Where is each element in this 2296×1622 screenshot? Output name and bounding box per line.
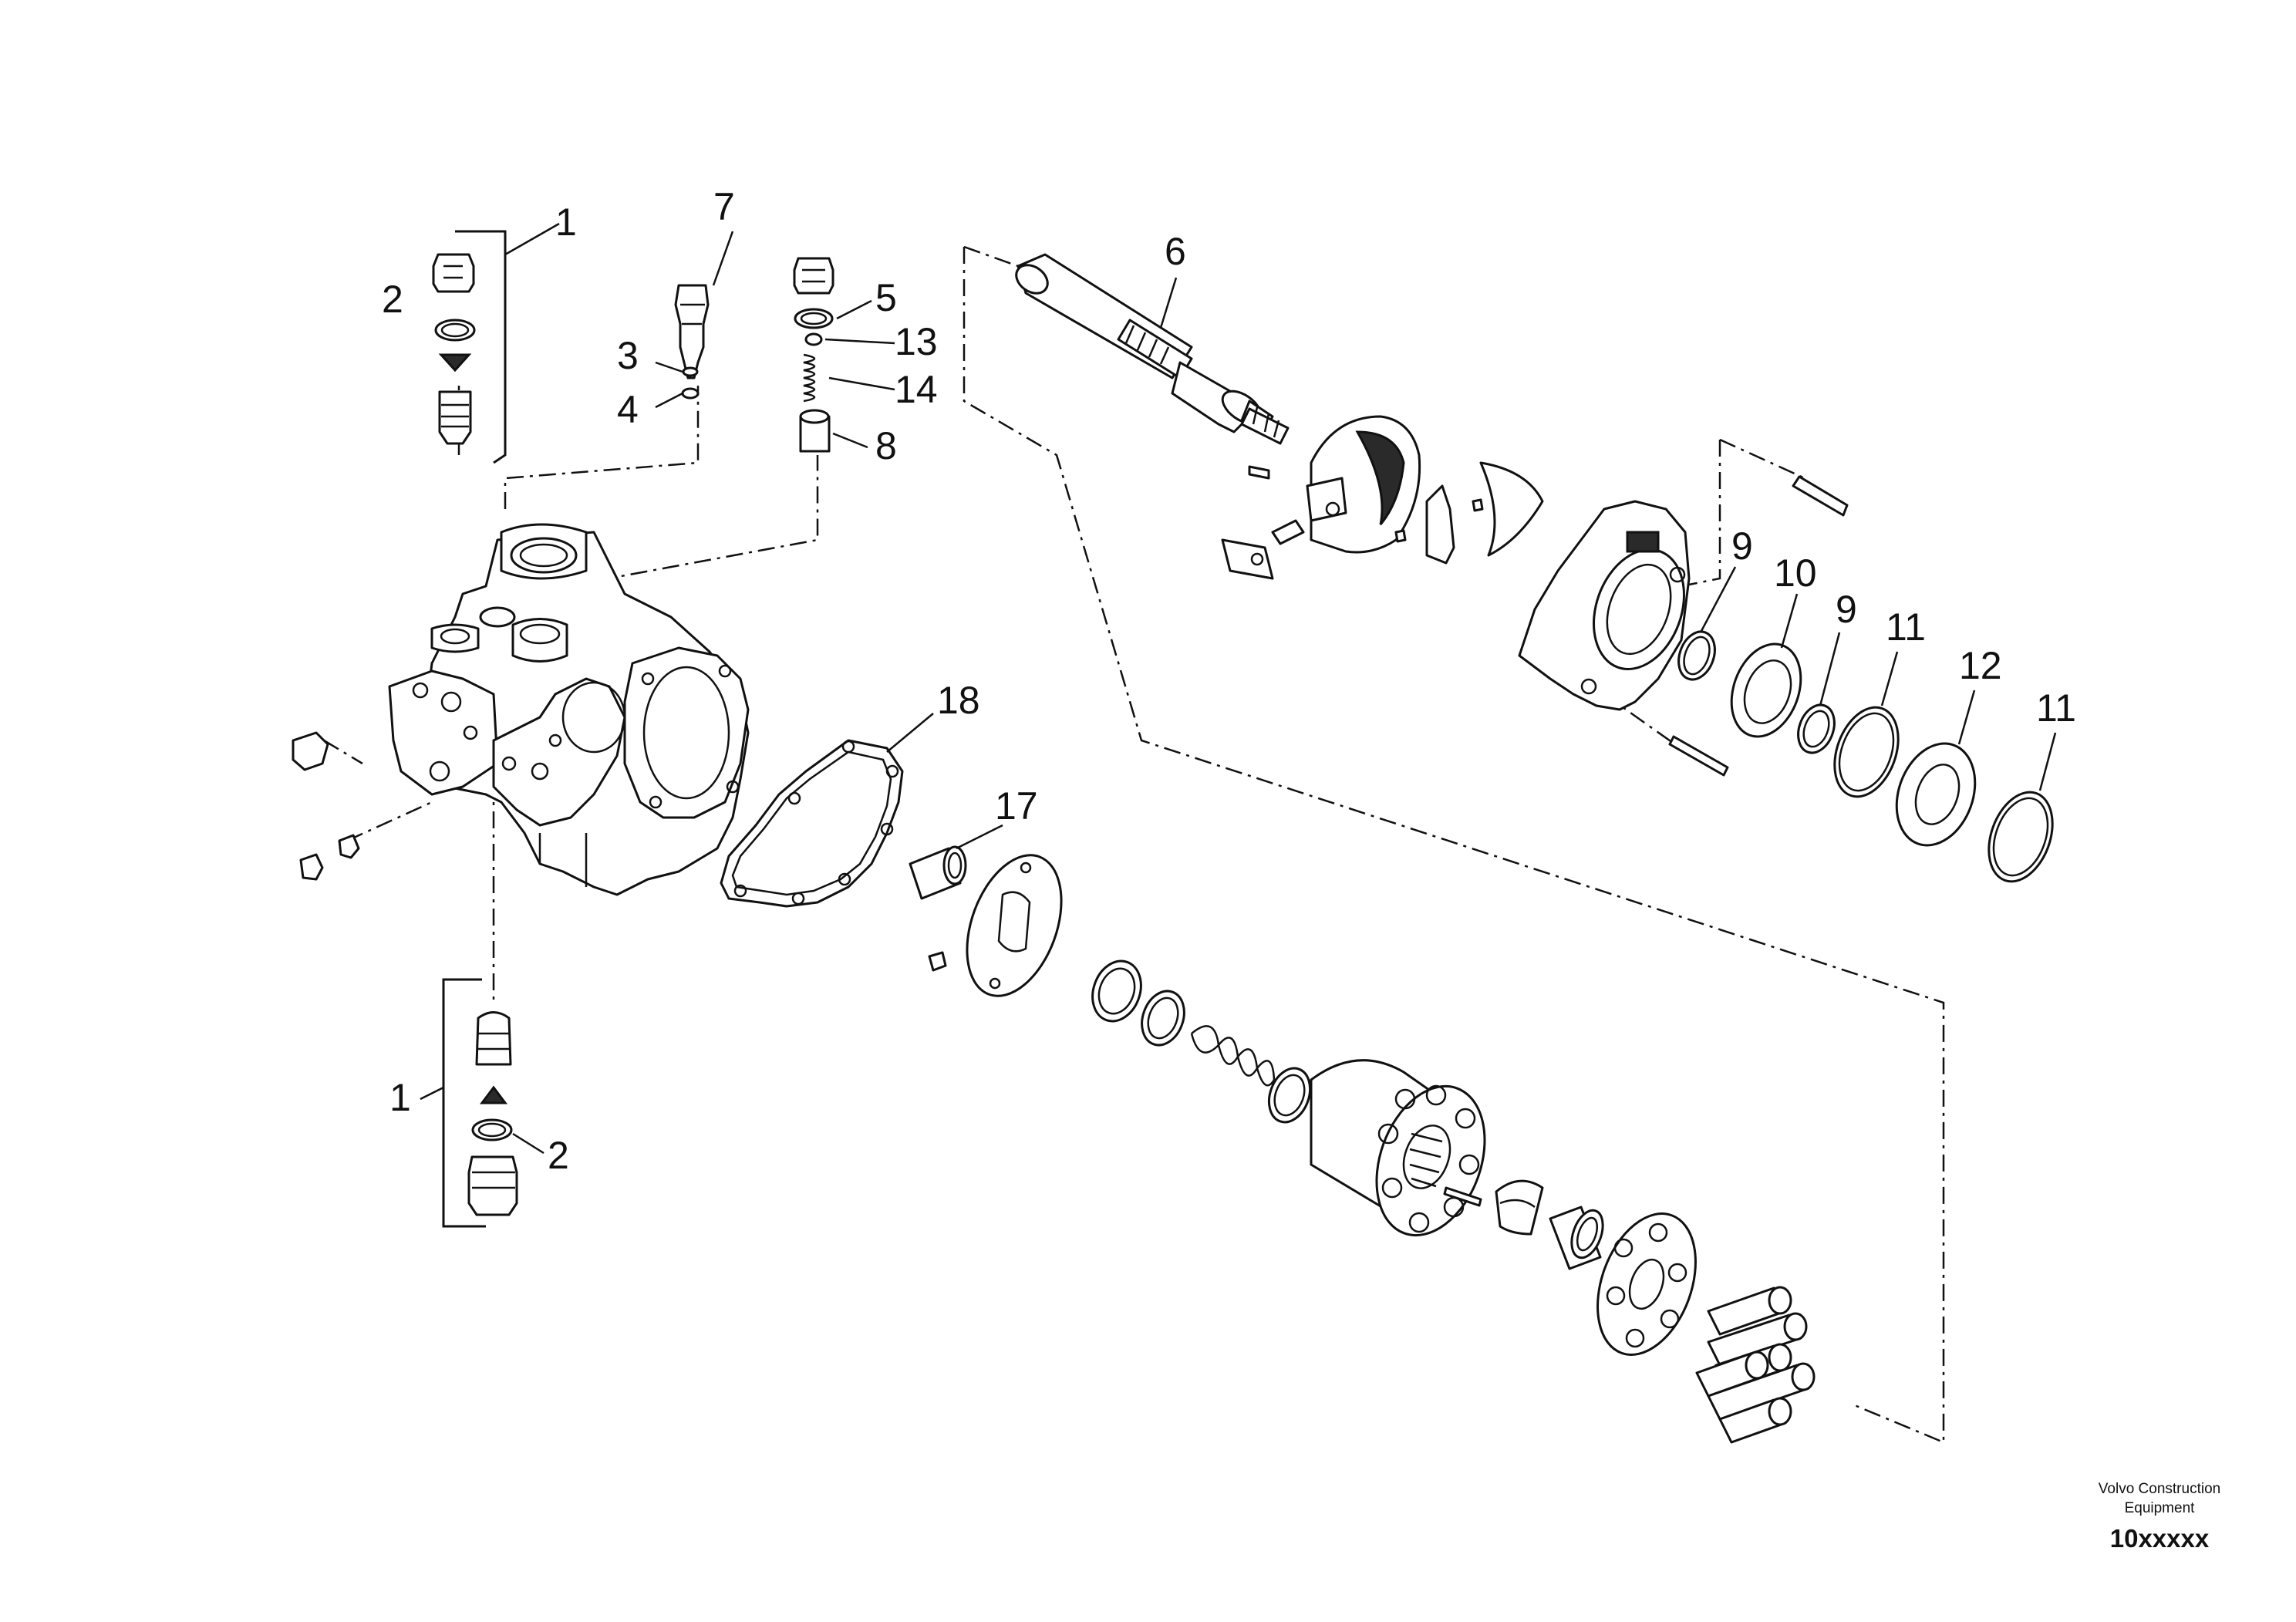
bracket-1-bottom — [420, 978, 544, 1228]
callout-7: 7 — [713, 185, 735, 228]
gasket-18 — [720, 713, 934, 908]
pump-housing — [388, 523, 750, 896]
callout-2-bottom: 2 — [548, 1134, 569, 1177]
footer-company-line2: Equipment — [2124, 1500, 2195, 1516]
rear-rings — [1677, 566, 2057, 883]
retainer-plate — [1596, 1212, 1697, 1356]
swash-bearings — [1394, 461, 1544, 565]
callout-labels: 1 2 7 3 4 5 13 14 8 6 9 10 9 11 12 11 18… — [382, 185, 2076, 1177]
callout-4: 4 — [617, 388, 639, 431]
cylinder-block — [1310, 1059, 1486, 1237]
callout-12: 12 — [1959, 644, 2002, 687]
callout-11-b: 11 — [2036, 686, 2076, 730]
callout-8: 8 — [875, 424, 897, 467]
shaft-keys — [1221, 465, 1305, 580]
callout-1-top: 1 — [555, 201, 577, 244]
relief-valve-bottom — [467, 1011, 518, 1216]
swash-plate — [1306, 415, 1421, 554]
callout-10: 10 — [1774, 551, 1817, 595]
callout-9-b: 9 — [1836, 588, 1857, 631]
pistons — [1695, 1286, 1816, 1444]
assembly-lines — [323, 245, 1945, 1444]
footer-company-name: Volvo Construction Equipment — [2059, 1479, 2260, 1518]
cylinder-rings-spring — [1091, 959, 1312, 1124]
callout-11-a: 11 — [1886, 605, 1926, 649]
footer-company-line1: Volvo Construction — [2098, 1481, 2221, 1497]
needle-bearing-17 — [909, 824, 1003, 900]
bracket-1-top — [455, 222, 560, 464]
callout-3: 3 — [617, 334, 639, 377]
callout-9-a: 9 — [1731, 524, 1753, 568]
spherical-bushing — [1495, 1179, 1604, 1270]
callout-5: 5 — [875, 276, 897, 319]
callout-17: 17 — [995, 784, 1038, 828]
footer-diagram-code: 10xxxxx — [2109, 1524, 2210, 1553]
callout-18: 18 — [937, 679, 980, 722]
rear-cover — [1518, 475, 1849, 777]
callout-13: 13 — [895, 320, 938, 363]
relief-valve-top — [432, 253, 476, 445]
callout-14: 14 — [895, 368, 938, 411]
valve-plate — [928, 854, 1063, 997]
callout-6: 6 — [1165, 230, 1186, 273]
drive-shaft-6 — [1015, 253, 1290, 445]
callout-1-bottom: 1 — [389, 1076, 411, 1119]
valve-5-13-14-8 — [793, 257, 895, 453]
cartridge-7 — [655, 231, 734, 409]
callout-2-top: 2 — [382, 278, 403, 321]
